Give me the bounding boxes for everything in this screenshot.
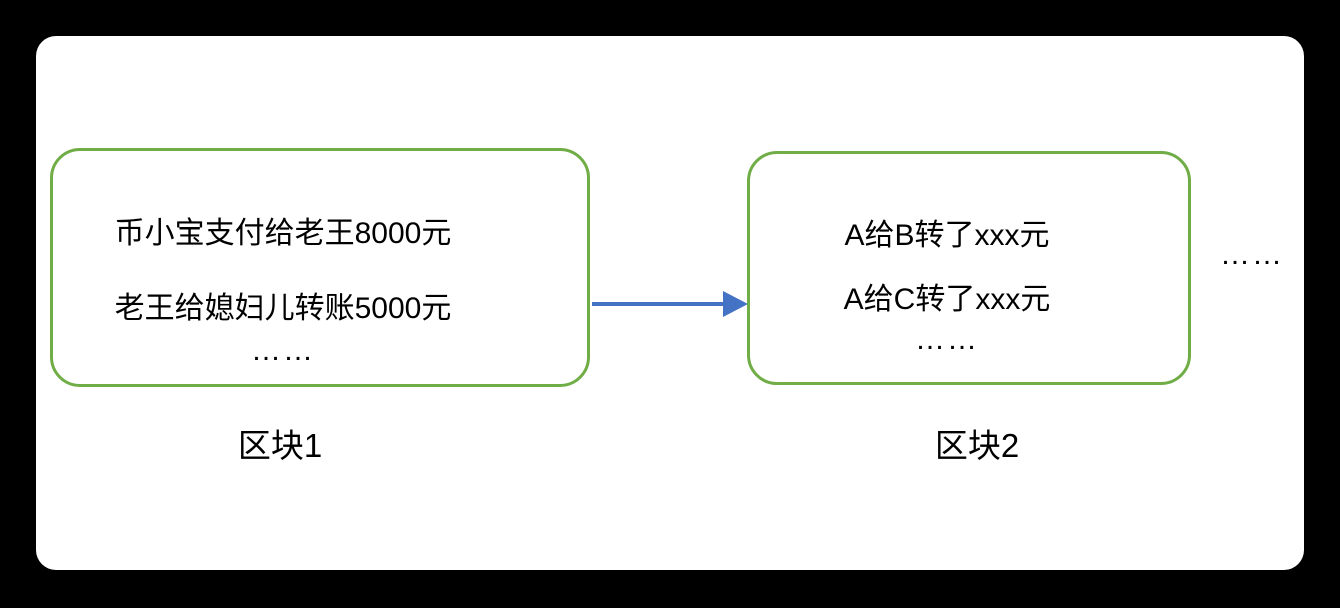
continuation-dots: …… <box>1220 238 1284 271</box>
block-1-transaction-1: 币小宝支付给老王8000元 <box>114 217 452 250</box>
block-2-transaction-1: A给B转了xxx元 <box>844 219 1050 252</box>
block-1-ellipsis: …… <box>251 334 315 367</box>
slide-surface: 币小宝支付给老王8000元 老王给媳妇儿转账5000元 …… A给B转了xxx元… <box>36 36 1304 570</box>
arrow-head <box>723 291 748 317</box>
block-1-shape: 币小宝支付给老王8000元 老王给媳妇儿转账5000元 …… <box>50 148 590 387</box>
arrow-right-icon <box>592 291 748 317</box>
block-1-label: 区块1 <box>237 427 323 464</box>
block-2-transaction-2: A给C转了xxx元 <box>843 283 1051 316</box>
block-2-label: 区块2 <box>934 427 1020 464</box>
block-2-shape: A给B转了xxx元 A给C转了xxx元 …… <box>747 151 1191 385</box>
block-1-transaction-2: 老王给媳妇儿转账5000元 <box>114 292 452 325</box>
block-2-ellipsis: …… <box>915 323 979 356</box>
